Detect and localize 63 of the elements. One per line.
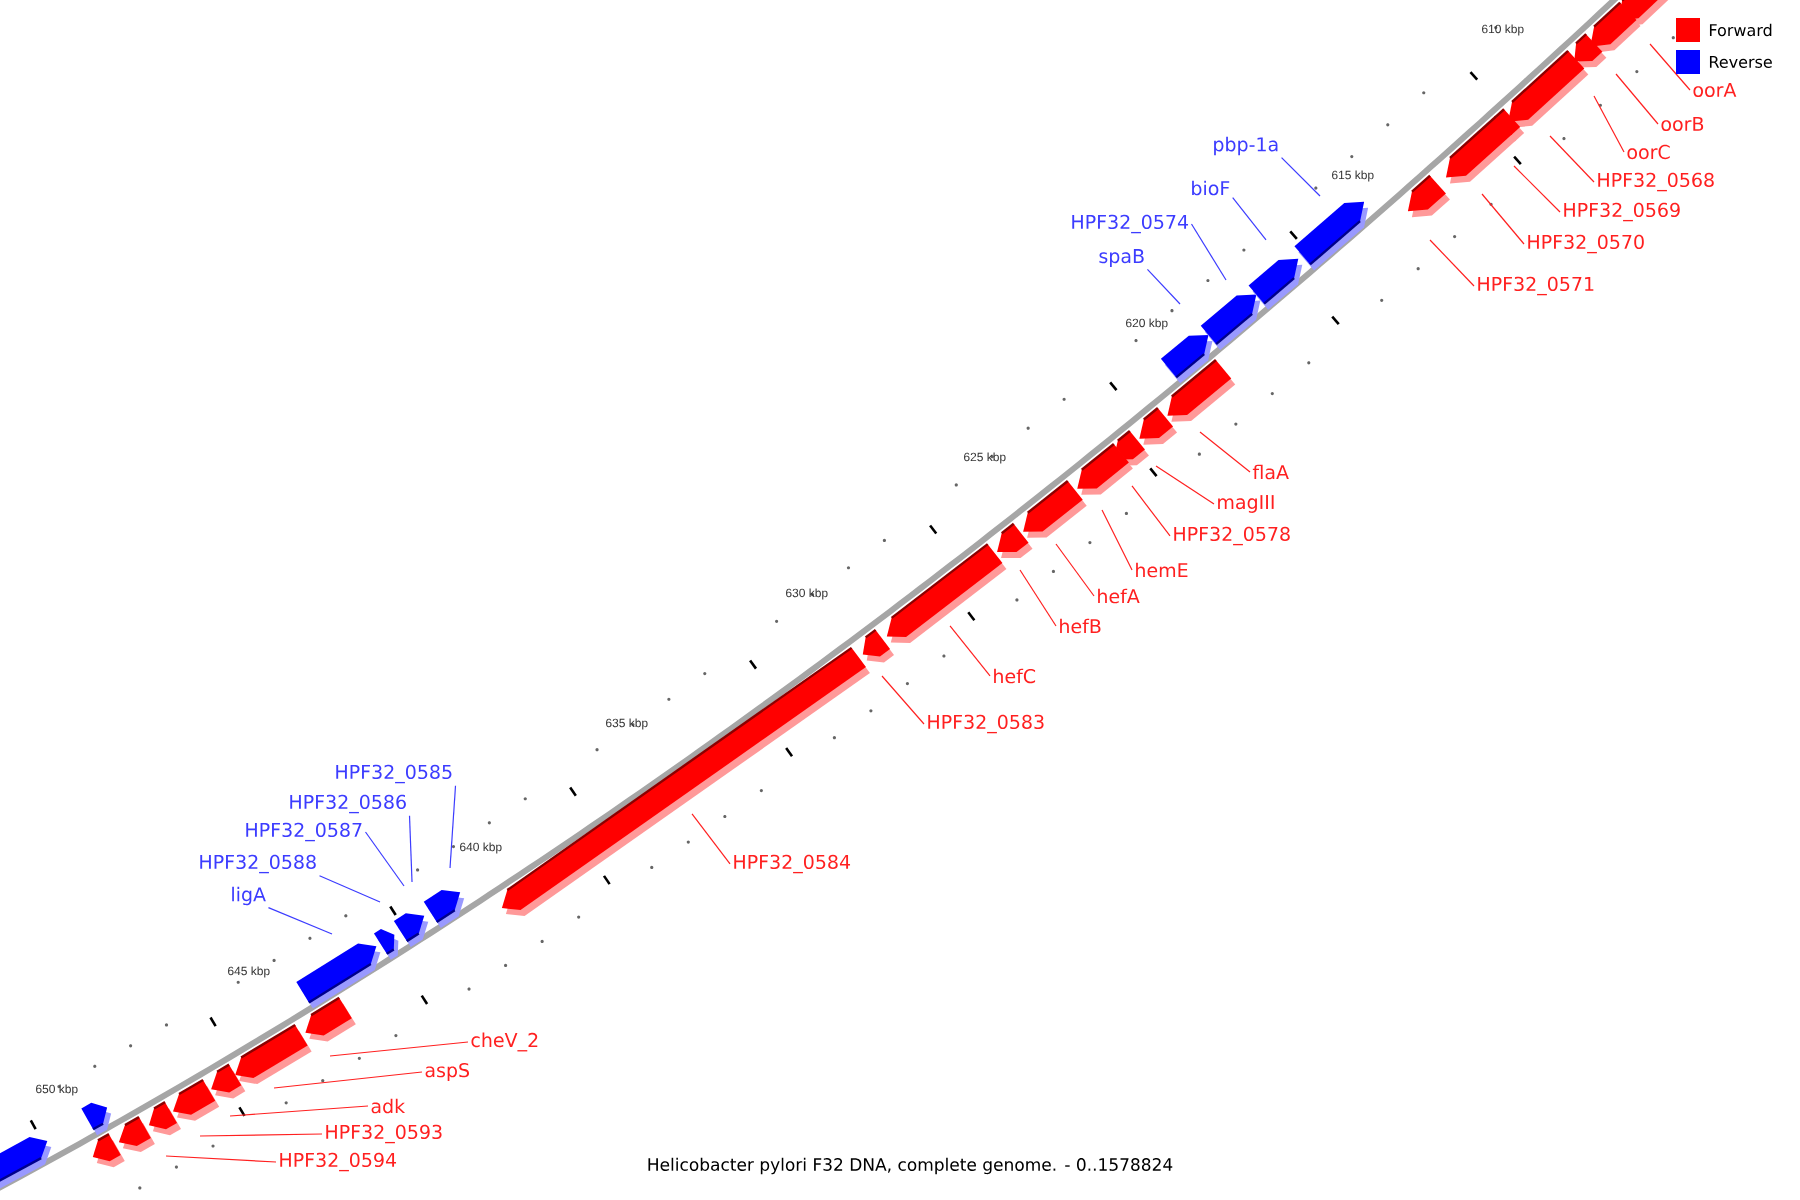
caption: Helicobacter pylori F32 DNA, complete genome. - 0..1578824	[648, 1157, 1173, 1175]
leader-line	[1281, 157, 1321, 197]
gene-label: ligA	[232, 886, 266, 906]
leader-line	[1649, 43, 1691, 91]
leader-line	[881, 675, 925, 725]
leader-line	[1429, 239, 1475, 287]
gene-label: HPF32_0588	[200, 854, 316, 874]
gene-label: bioF	[1192, 180, 1230, 196]
leader-line	[1615, 73, 1659, 125]
legend-label: Forward	[1709, 23, 1772, 37]
leader-line	[691, 813, 731, 865]
leader-line	[449, 785, 457, 869]
gene-label: HPF32_0571	[1478, 276, 1594, 296]
leader-line	[1155, 465, 1215, 505]
leader-line	[165, 1155, 277, 1163]
gene-label: hefC	[994, 668, 1036, 684]
leader-line	[318, 875, 381, 903]
leader-line	[1481, 193, 1525, 245]
gene-label: flaA	[1252, 464, 1289, 480]
leader-line	[1593, 95, 1625, 153]
gene-label: HPF32_0583	[928, 714, 1044, 734]
gene-label: spaB	[1099, 249, 1144, 267]
leader-line	[1199, 431, 1251, 473]
gene-label: adk	[371, 1098, 406, 1114]
gene-label: HPF32_0594	[280, 1152, 397, 1172]
leader-line	[1146, 268, 1181, 305]
gene-label: pbp-1a	[1214, 136, 1278, 156]
gene-label: oorA	[1693, 82, 1737, 98]
leader-line	[329, 1041, 469, 1057]
gene-label: HPF32_0593	[326, 1124, 442, 1144]
gene-label: hefA	[1098, 588, 1140, 604]
gene-label: oorB	[1661, 116, 1704, 132]
leader-line	[408, 815, 413, 883]
gene-label: HPF32_0578	[1174, 526, 1290, 546]
leader-line	[949, 625, 991, 677]
leader-line	[273, 1071, 423, 1089]
leader-line	[1190, 223, 1227, 281]
leader-line	[1232, 197, 1267, 241]
leader-line	[1055, 543, 1095, 597]
gene-label: HPF32_0587	[246, 822, 362, 842]
leader-line	[229, 1105, 369, 1117]
leader-line	[1513, 165, 1561, 213]
leader-line	[1549, 135, 1595, 183]
gene-label: hefB	[1060, 618, 1101, 634]
gene-label: HPF32_0574	[1072, 214, 1189, 234]
leader-line	[267, 907, 333, 935]
gene-label: HPF32_0584	[734, 854, 851, 874]
gene-label: magIII	[1218, 495, 1274, 513]
gene-label: HPF32_0568	[1598, 172, 1714, 192]
gene-label: oorC	[1627, 144, 1670, 160]
gene-label: HPF32_0570	[1528, 234, 1644, 254]
gene-label: HPF32_0569	[1564, 202, 1680, 222]
leader-line	[1131, 485, 1171, 537]
leader-line	[199, 1133, 323, 1137]
gene-label: cheV_2	[471, 1032, 538, 1052]
leader-line	[364, 831, 405, 887]
legend-label: Reverse	[1709, 56, 1772, 68]
gene-label: HPF32_0586	[290, 794, 406, 814]
gene-label: aspS	[425, 1062, 470, 1081]
leader-line	[1101, 509, 1133, 571]
gene-label: HPF32_0585	[336, 764, 452, 784]
gene-label: hemE	[1136, 562, 1188, 578]
leader-line	[1019, 569, 1057, 627]
